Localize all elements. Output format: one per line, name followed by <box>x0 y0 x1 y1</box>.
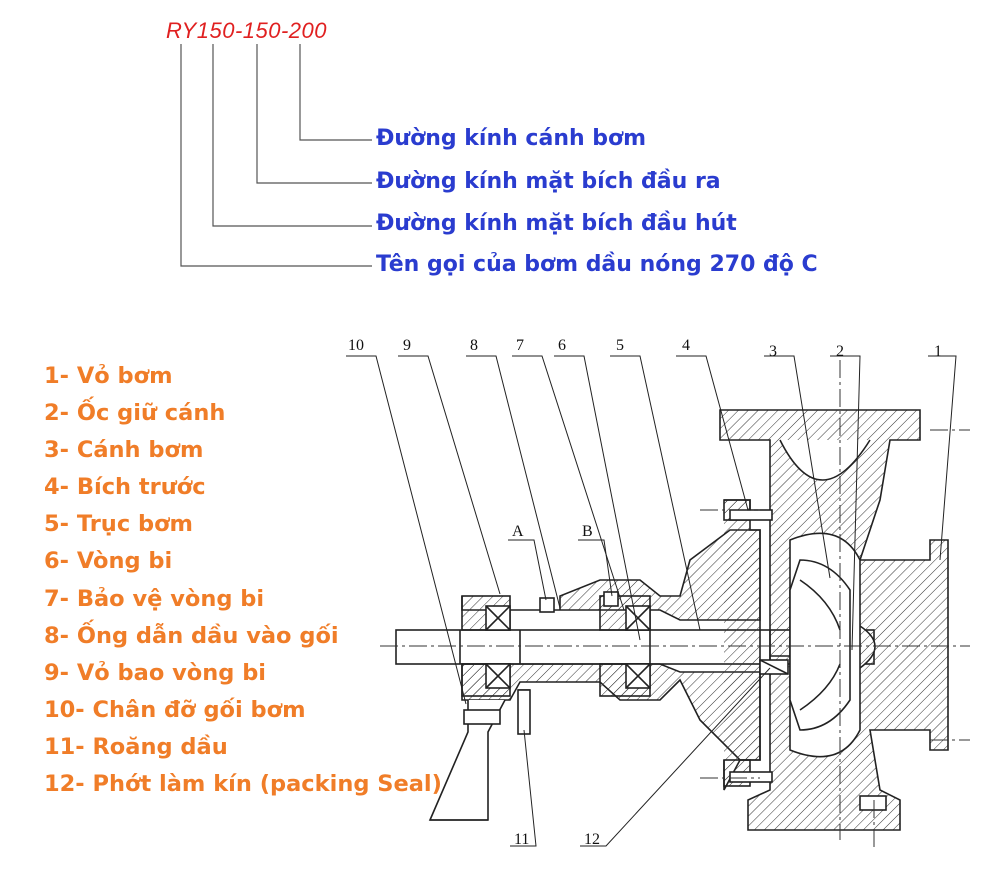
callout-10: 10 <box>348 337 364 354</box>
impeller-nut <box>819 625 876 669</box>
front-flange <box>723 499 761 791</box>
packing-seal <box>759 659 789 675</box>
callout-8: 8 <box>470 337 478 354</box>
callout-11: 11 <box>514 831 529 848</box>
foot-bolt <box>463 709 501 725</box>
bearing-left <box>485 605 511 631</box>
callout-9: 9 <box>403 337 411 354</box>
legend-item: 12- Phớt làm kín (packing Seal) <box>44 771 442 798</box>
suction-passage <box>779 439 871 481</box>
legend-item: 4- Bích trước <box>44 474 206 501</box>
parts-legend: 1- Vỏ bơm 2- Ốc giữ cánh 3- Cánh bơm 4- … <box>44 358 442 803</box>
callout-12: 12 <box>584 831 600 848</box>
legend-item: 9- Vỏ bao vòng bi <box>44 659 267 686</box>
label-impeller-diameter: Đường kính cánh bơm <box>376 126 647 151</box>
oil-inlet-a <box>539 597 555 613</box>
callout-4: 4 <box>682 337 690 354</box>
legend-item: 2- Ốc giữ cánh <box>44 400 226 427</box>
label-outlet-flange-diameter: Đường kính mặt bích đầu ra <box>376 169 721 194</box>
label-pump-name: Tên gọi của bơm dầu nóng 270 độ C <box>376 252 818 277</box>
legend-item: 1- Vỏ bơm <box>44 363 173 389</box>
callout-7: 7 <box>516 337 524 354</box>
impeller <box>789 559 851 731</box>
callout-6: 6 <box>558 337 566 354</box>
bearing-right <box>625 605 651 631</box>
legend-item: 10- Chân đỡ gối bơm <box>44 696 306 723</box>
callout-2: 2 <box>836 343 844 360</box>
legend-item: 3- Cánh bơm <box>44 437 204 464</box>
callout-a: A <box>512 523 524 540</box>
label-inlet-flange-diameter: Đường kính mặt bích đầu hút <box>376 211 737 236</box>
model-leader-lines <box>180 44 372 267</box>
callout-1: 1 <box>934 343 942 360</box>
bearing-housing-bottom <box>461 663 761 761</box>
model-code: RY150-150-200 <box>166 18 328 43</box>
legend-item: 5- Trục bơm <box>44 511 193 538</box>
legend-item: 11- Roăng dầu <box>44 733 228 760</box>
callout-5: 5 <box>616 337 624 354</box>
pump-shaft <box>395 629 875 665</box>
callout-b: B <box>582 523 593 540</box>
bearing-housing-top <box>461 529 761 621</box>
callout-3: 3 <box>769 343 777 360</box>
legend-item: 7- Bảo vệ vòng bi <box>44 585 265 612</box>
oil-inlet-b <box>603 591 619 607</box>
legend-item: 6- Vòng bi <box>44 548 173 575</box>
legend-item: 8- Ống dẫn dầu vào gối <box>44 622 339 649</box>
pump-casing <box>719 409 949 831</box>
